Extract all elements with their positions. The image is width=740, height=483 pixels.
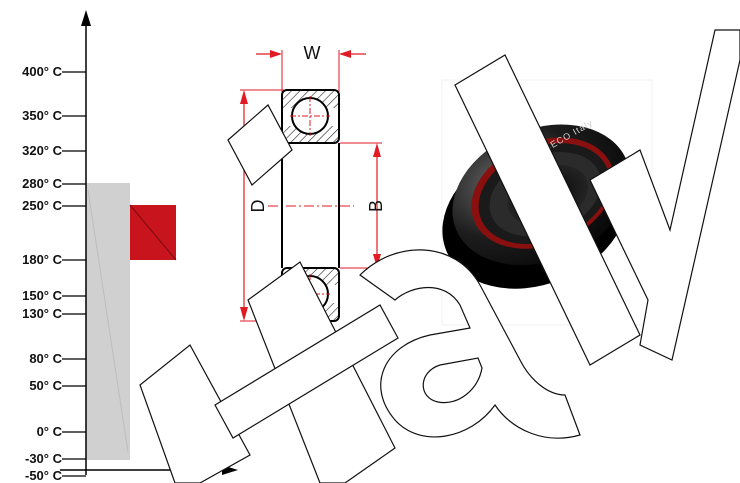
bore-arrow-top-icon [373,143,381,157]
temp-label-0: 0° C [36,424,62,439]
temp-label-180: 180° C [22,252,62,267]
width-label: W [304,43,321,63]
outer-diameter-arrow-top-icon [240,90,248,104]
temp-label-280: 280° C [22,176,62,191]
outer-diameter-label: D [248,200,268,213]
temp-label-50: 50° C [29,378,62,393]
marker-diagonal [129,204,177,261]
bore-arrow-bottom-icon [373,254,381,268]
temp-label-350: 350° C [22,108,62,123]
temp-label-250: 250° C [22,198,62,213]
temperature-ticks [62,71,86,477]
bore-label: B [366,200,386,212]
temp-label-150: 150° C [22,288,62,303]
y-axis-arrow-icon [81,10,91,26]
temperature-scale [60,10,238,477]
italy-watermark [139,29,740,483]
temp-label-130: 130° C [22,306,62,321]
temp-label-400: 400° C [22,64,62,79]
width-arrow-right-icon [339,50,351,58]
temp-label-minus-50: -50° C [25,468,62,483]
range-bar-shadow-line [87,189,129,453]
bearing-section-drawing: W D B [240,43,386,322]
outer-diameter-arrow-bottom-icon [240,307,248,321]
temp-label-minus-30: -30° C [25,451,62,466]
temp-label-80: 80° C [29,351,62,366]
width-arrow-left-icon [270,50,282,58]
temp-label-320: 320° C [22,143,62,158]
